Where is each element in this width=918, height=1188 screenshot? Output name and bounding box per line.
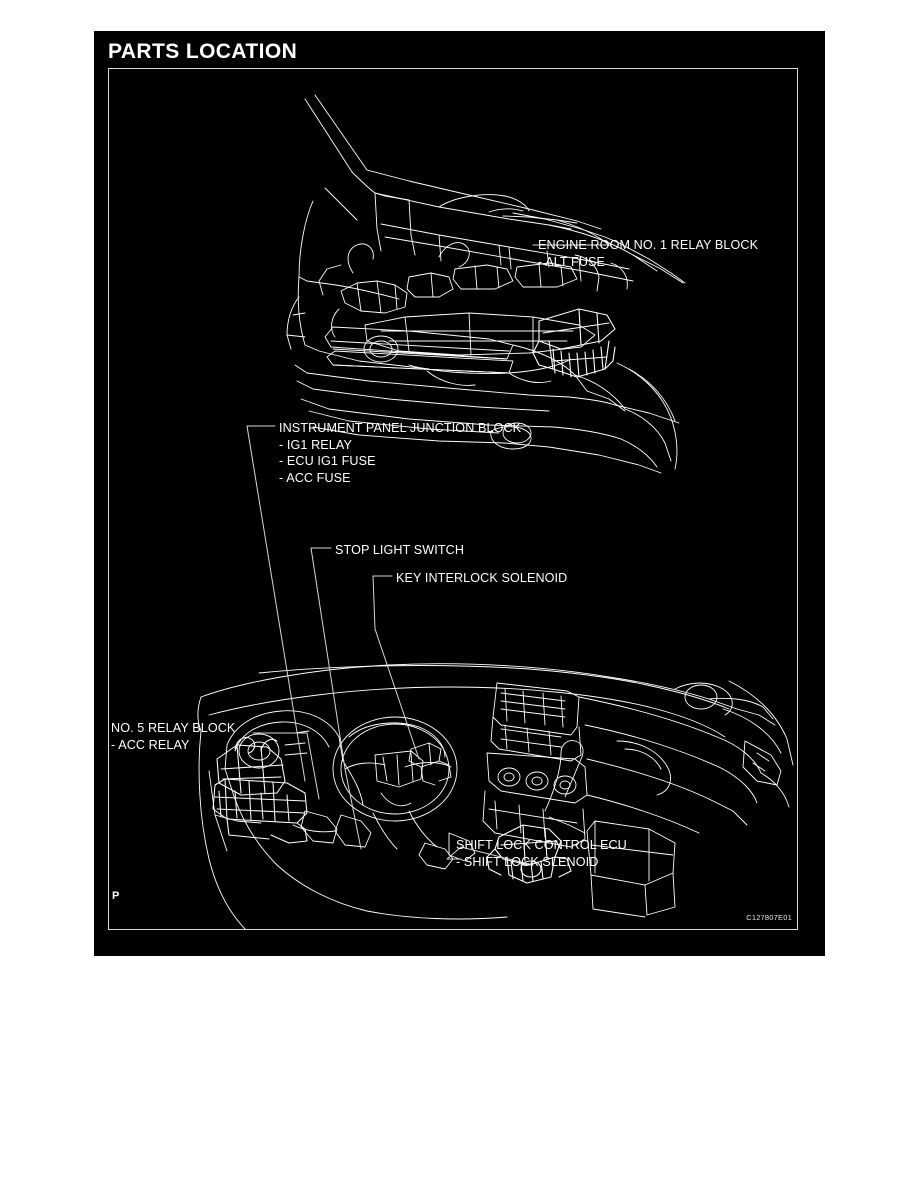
leader-key-interlock xyxy=(372,575,420,760)
callout-title: KEY INTERLOCK SOLENOID xyxy=(396,571,568,585)
callout-engine-room-relay-block: ENGINE ROOM NO. 1 RELAY BLOCK - ALT FUSE xyxy=(538,237,758,270)
engine-compartment-illustration xyxy=(286,94,686,474)
page-marker: P xyxy=(112,890,120,902)
callout-title: INSTRUMENT PANEL JUNCTION BLOCK xyxy=(279,421,522,435)
instrument-panel-illustration xyxy=(197,663,794,929)
callout-instrument-panel-junction-block: INSTRUMENT PANEL JUNCTION BLOCK - IG1 RE… xyxy=(279,420,521,486)
callout-title: STOP LIGHT SWITCH xyxy=(335,543,465,557)
parts-location-figure xyxy=(197,94,794,929)
callout-item: - SHIFT LOCK SLENOID xyxy=(456,854,599,869)
leader-shift-lock xyxy=(446,846,534,866)
callout-title: ENGINE ROOM NO. 1 RELAY BLOCK xyxy=(538,238,759,252)
callout-item: - ALT FUSE xyxy=(538,254,606,269)
callout-item: - ECU IG1 FUSE xyxy=(279,454,376,468)
leader-ipj-block xyxy=(246,425,306,782)
engine-room-relay-block-detail xyxy=(532,308,616,378)
figure-reference-code: C127807E01 xyxy=(746,913,792,922)
figure-frame: ENGINE ROOM NO. 1 RELAY BLOCK - ALT FUSE… xyxy=(108,68,798,930)
no-5-relay-block-detail xyxy=(212,778,308,844)
leader-stop-light xyxy=(310,547,362,850)
callout-key-interlock-solenoid: KEY INTERLOCK SOLENOID xyxy=(396,570,567,587)
leader-no5-relay xyxy=(252,732,320,800)
page-title: PARTS LOCATION xyxy=(108,40,298,63)
callout-title: SHIFT LOCK CONTROL ECU xyxy=(456,838,627,852)
callout-shift-lock-control-ecu: SHIFT LOCK CONTROL ECU - SHIFT LOCK SLEN… xyxy=(456,837,627,870)
callout-title: NO. 5 RELAY BLOCK xyxy=(111,721,236,735)
instrument-panel-junction-block-detail xyxy=(216,736,286,796)
callout-item: - ACC RELAY xyxy=(111,737,190,752)
callout-no-5-relay-block: NO. 5 RELAY BLOCK - ACC RELAY xyxy=(111,720,235,753)
callout-item: - ACC FUSE xyxy=(279,470,351,485)
callout-item: - IG1 RELAY xyxy=(279,437,352,452)
parts-location-panel: PARTS LOCATION xyxy=(94,31,825,956)
callout-stop-light-switch: STOP LIGHT SWITCH xyxy=(335,542,464,559)
shift-lock-control-ecu-detail xyxy=(486,824,572,884)
